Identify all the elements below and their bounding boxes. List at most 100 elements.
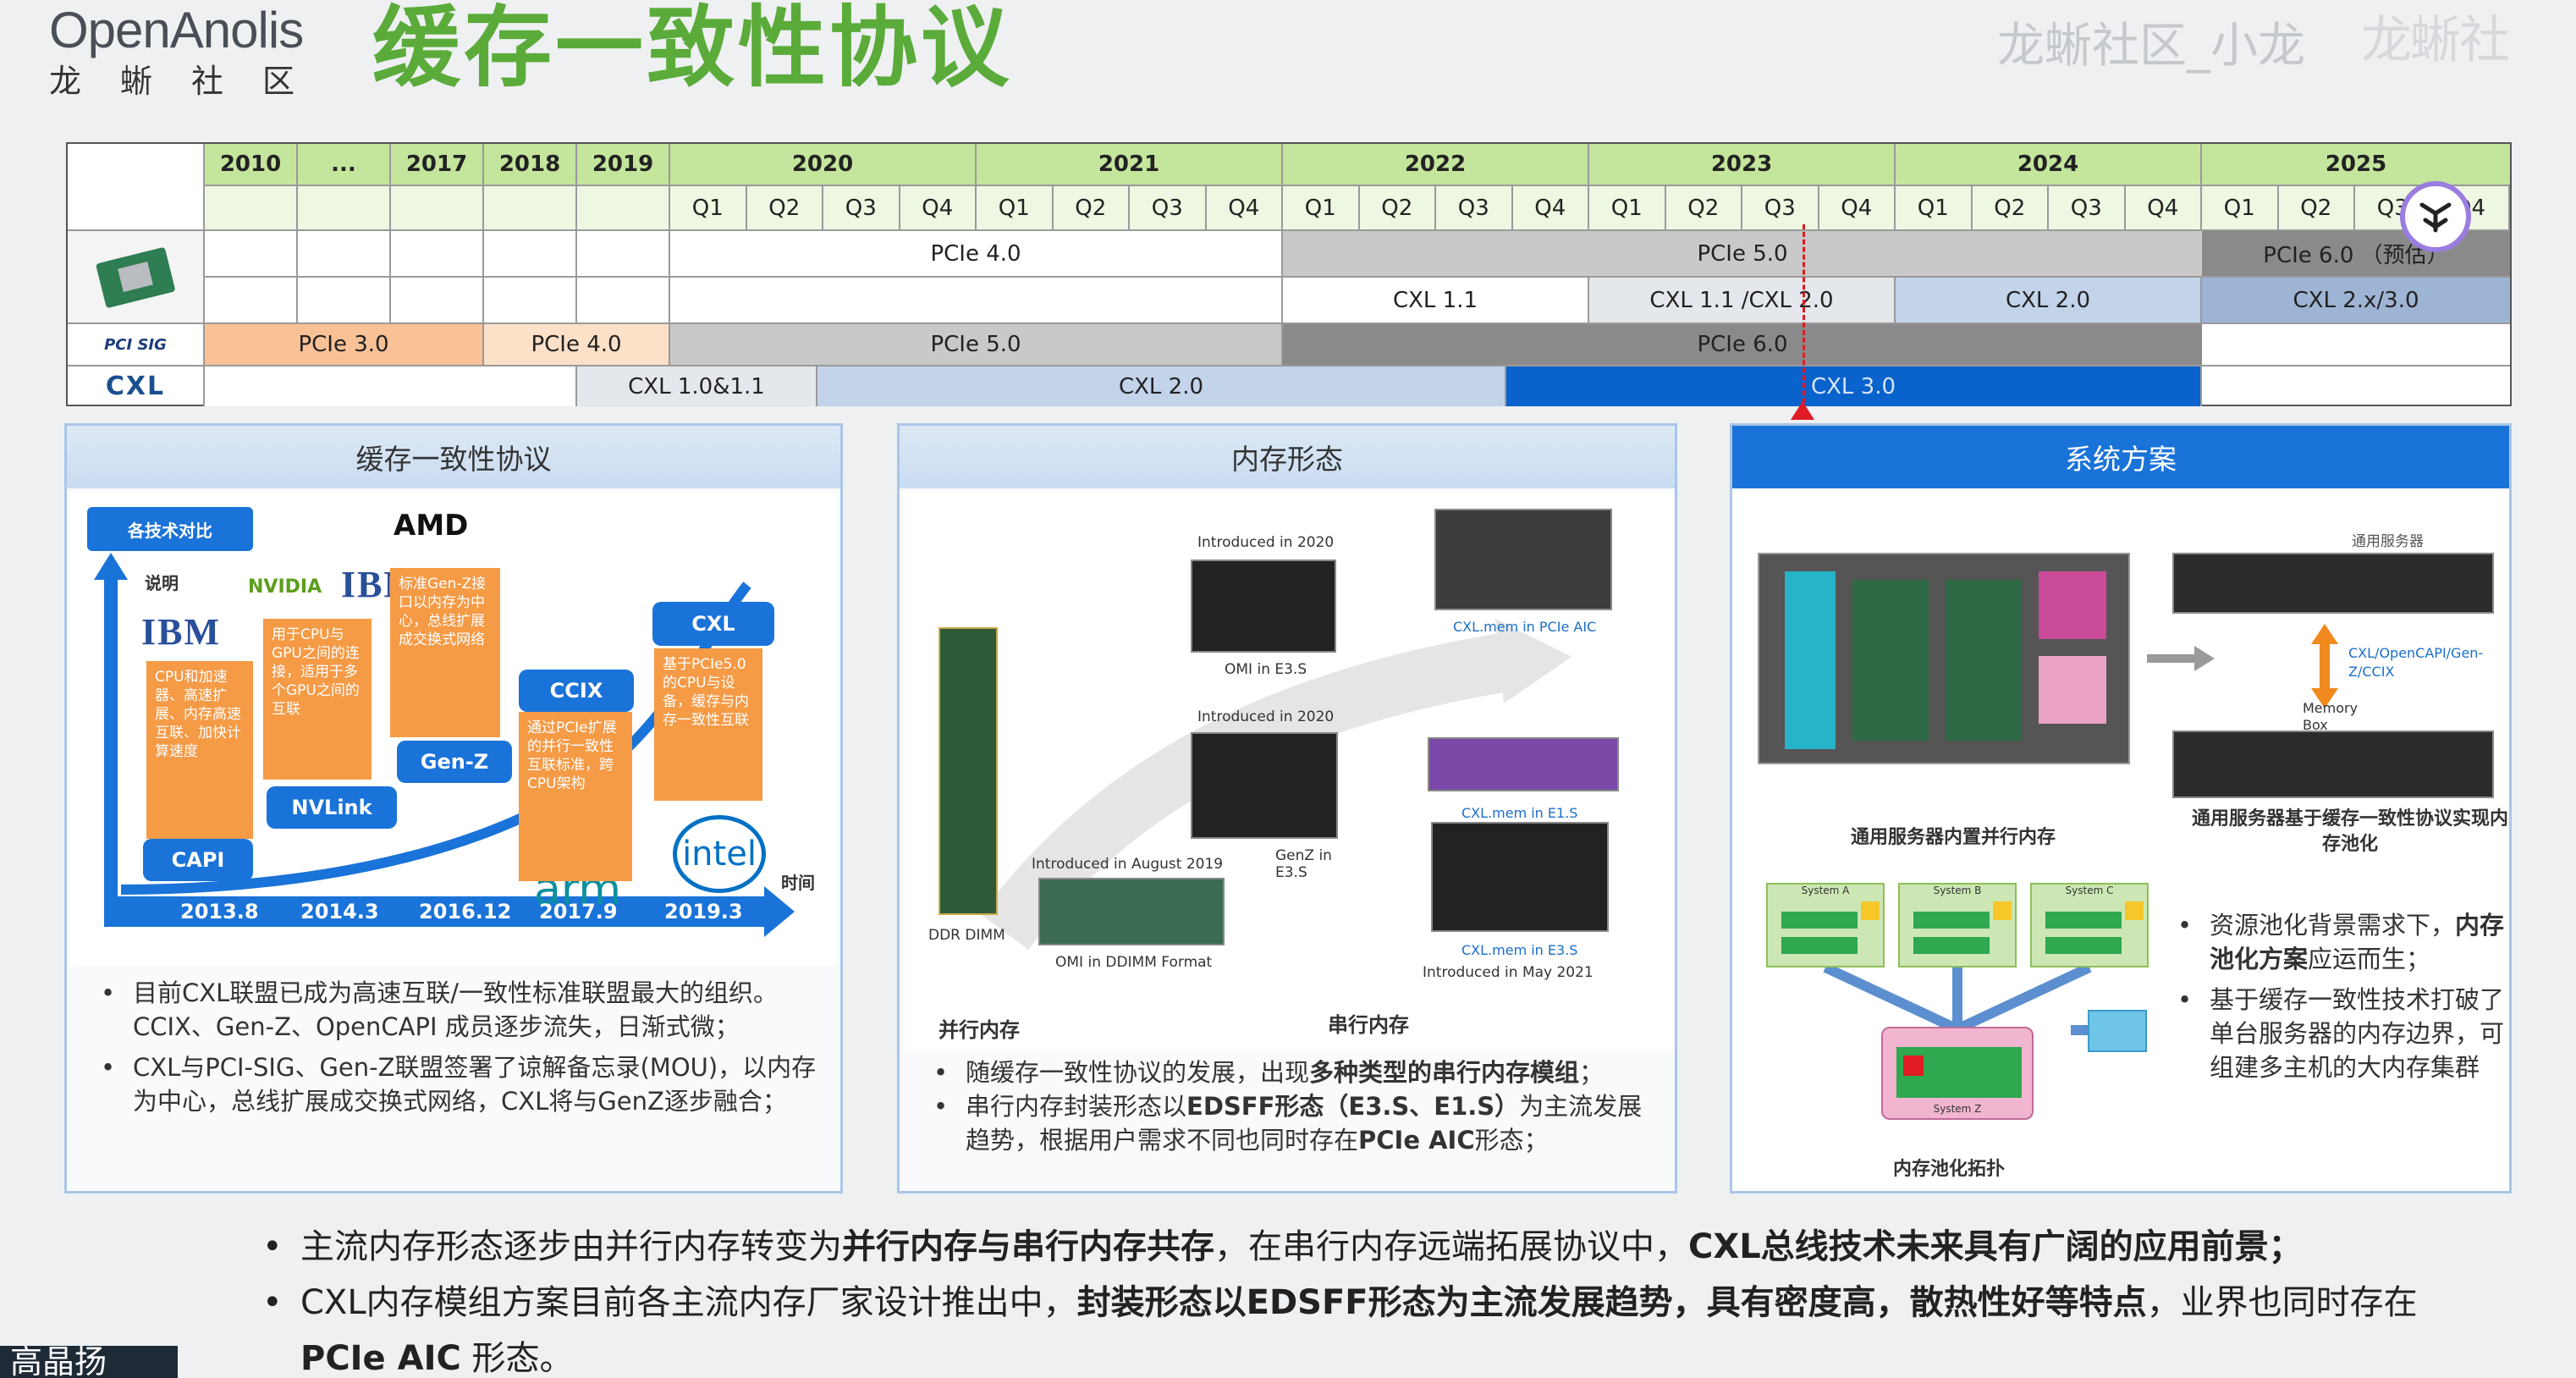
pill-ccix: CCIX	[519, 670, 634, 712]
quarter-cell: Q4	[900, 186, 977, 231]
caption: 通用服务器内置并行内存	[1851, 827, 2056, 848]
cxl-logo: CXL	[68, 367, 205, 406]
general-server-image	[2172, 553, 2494, 614]
panel-cache-coherence: 缓存一致性协议 各技术对比 说明 IBM NVIDIA IBM AMD arm …	[64, 423, 843, 1193]
bar-cxl10-11: CXL 1.0&1.1	[577, 367, 817, 406]
pill-cxl: CXL	[652, 602, 774, 646]
genz-desc-box: 标准Gen-Z接口以内存为中心，总线扩展成交换式网络	[390, 568, 500, 737]
bar-empty	[2202, 324, 2510, 367]
floating-assistant-button[interactable]	[2400, 181, 2471, 252]
note-item: 基于缓存一致性技术打破了单台服务器的内存边界，可组建多主机的大内存集群	[2169, 983, 2507, 1084]
quarter-cell	[484, 186, 577, 231]
server-board-image	[1758, 553, 2130, 764]
bar-cxl11: CXL 1.1	[1283, 278, 1589, 324]
quarter-cell: Q2	[1053, 186, 1130, 231]
bar-cxl20-server: CXL 2.0	[1896, 278, 2202, 324]
intel-logo-text: intel	[682, 835, 757, 874]
quarter-cell: Q3	[2049, 186, 2126, 231]
empty-cell	[205, 278, 298, 324]
system-b-node: System B	[1898, 883, 2017, 967]
quarter-cell: Q4	[2125, 186, 2202, 231]
empty-cell	[577, 231, 670, 278]
caption: CXL.mem in PCIe AIC	[1453, 619, 1597, 635]
memory-box-image	[2172, 730, 2494, 798]
system-label: System B	[1933, 885, 1982, 896]
caption: OMI in E3.S	[1225, 661, 1307, 678]
empty-cell	[484, 231, 577, 278]
omi-ddimm-image	[1038, 878, 1225, 945]
system-z-pool: System Z	[1881, 1027, 2034, 1120]
empty-cell	[391, 231, 484, 278]
protocol-timeline-chart: 各技术对比 说明 IBM NVIDIA IBM AMD arm intel CP…	[70, 492, 837, 966]
year-cell: 2020	[670, 144, 977, 186]
pcisig-logo-text: PCI SIG	[104, 335, 167, 354]
quarter-cell: Q4	[1206, 186, 1283, 231]
pill-genz: Gen-Z	[397, 741, 512, 783]
caption: 内存池化拓扑	[1893, 1159, 2006, 1180]
caption: Introduced in August 2019	[1032, 856, 1224, 873]
bar-pcie30: PCIe 3.0	[205, 324, 484, 367]
legend-label: 说明	[145, 573, 179, 593]
pill-capi: CAPI	[143, 839, 253, 881]
summary-bold: PCIe AIC	[300, 1339, 461, 1378]
nvidia-logo: NVIDIA	[248, 576, 322, 598]
caption: GenZ in E3.S	[1275, 847, 1332, 881]
quarter-cell: Q2	[1359, 186, 1436, 231]
quarter-cell: Q2	[1972, 186, 2049, 231]
note-text: 串行内存封装形态以	[966, 1092, 1187, 1121]
system-c-node: System C	[2030, 883, 2149, 967]
note-text: ；	[1579, 1058, 1604, 1087]
logo-text: OpenAnolis	[49, 2, 304, 58]
panel-system-solution: 系统方案 通用服务器 CXL/OpenCAPI/Gen-Z/CCIX Memor…	[1730, 423, 2512, 1193]
bidirectional-arrow	[2311, 624, 2338, 708]
note-item: 目前CXL联盟已成为高速互联/一致性标准联盟最大的组织。CCIX、Gen-Z、O…	[92, 976, 828, 1044]
note-item: 串行内存封装形态以EDSFF形态（E3.S、E1.S）为主流发展趋势，根据用户需…	[925, 1089, 1661, 1157]
logo-subtitle: 龙蜥社区	[49, 63, 334, 100]
empty-cell	[577, 278, 670, 324]
note-text: 应运而生；	[2308, 945, 2431, 973]
caption: Memory Box	[2303, 700, 2359, 733]
quarter-cell: Q1	[1589, 186, 1666, 231]
ccix-desc-box: 通过PCIe扩展的并行一致性互联标准，跨CPU架构	[519, 712, 632, 881]
caption: 通用服务器基于缓存一致性协议实现内存池化	[2191, 808, 2508, 855]
bar-empty	[205, 367, 577, 406]
year-cell: ...	[298, 144, 391, 186]
quarter-cell: Q3	[1436, 186, 1513, 231]
axes-and-curve	[94, 553, 795, 937]
quarter-cell: Q1	[977, 186, 1054, 231]
summary-item: 主流内存形态逐步由并行内存转变为并行内存与串行内存共存，在串行内存远端拓展协议中…	[254, 1219, 2420, 1275]
note-text: 资源池化背景需求下，	[2210, 911, 2456, 940]
watermark-logo: 龙蜥社	[2361, 11, 2510, 70]
pill-nvlink: NVLink	[267, 786, 397, 829]
summary-text: 形态。	[460, 1339, 574, 1378]
year-cell: 2025	[2202, 144, 2510, 186]
date-label: 2019.3	[664, 900, 743, 923]
bar-cxl2x-30: CXL 2.x/3.0	[2202, 278, 2510, 324]
summary-text: 主流内存形态逐步由并行内存转变为	[300, 1227, 842, 1266]
omi-e3s-image	[1191, 559, 1336, 653]
bar-pcie40: PCIe 4.0	[484, 324, 670, 367]
system-a-node: System A	[1766, 883, 1885, 967]
note-item: CXL与PCI-SIG、Gen-Z联盟签署了谅解备忘录(MOU)，以内存为中心，…	[92, 1050, 828, 1118]
summary-text: CXL内存模组方案目前各主流内存厂家设计推出中，	[300, 1283, 1077, 1322]
panel-memory-forms: 内存形态 DDR DIMM Introduced in 2020 OMI in …	[897, 423, 1677, 1193]
amd-logo: AMD	[394, 509, 469, 543]
caption: Introduced in 2020	[1197, 534, 1335, 551]
quarter-cell: Q4	[1512, 186, 1589, 231]
quarter-cell: Q2	[746, 186, 823, 231]
system-label: System C	[2065, 885, 2114, 896]
tag-comparison: 各技术对比	[87, 507, 253, 551]
note-bold: 多种类型的串行内存模组	[1309, 1058, 1580, 1087]
panel2-notes: 随缓存一致性协议的发展，出现多种类型的串行内存模组； 串行内存封装形态以EDSF…	[925, 1056, 1661, 1157]
cxl-desc-box: 基于PCIe5.0的CPU与设备，缓存与内存一致性互联	[654, 648, 762, 801]
date-label: 2017.9	[539, 900, 618, 923]
summary-bold: CXL总线技术未来具有广阔的应用前景；	[1688, 1227, 2303, 1266]
cxl-logo-text: CXL	[105, 372, 166, 401]
ibm-logo: IBM	[141, 611, 221, 653]
quarter-cell: Q1	[670, 186, 747, 231]
caption: Introduced in 2020	[1197, 708, 1335, 725]
caption: Introduced in May 2021	[1423, 964, 1593, 981]
gray-arrow	[2147, 646, 2215, 671]
empty-cell	[391, 278, 484, 324]
note-text: 形态；	[1474, 1126, 1549, 1155]
